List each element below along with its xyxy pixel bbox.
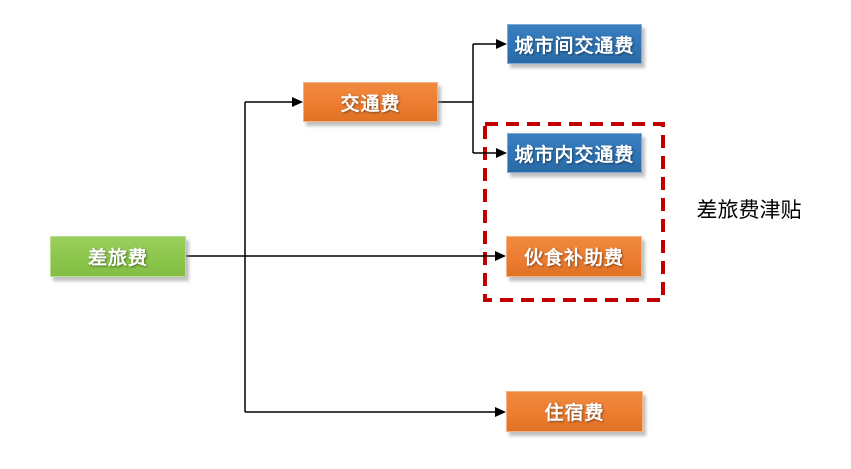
node-meal-subsidy-fee-label: 伙食补助费 — [523, 248, 624, 269]
annotation-dashed-box — [483, 122, 665, 302]
node-transportation-fee: 交通费 — [303, 82, 438, 122]
node-intercity-transport-fee-label: 城市间交通费 — [514, 35, 635, 57]
node-travel-expense: 差旅费 — [50, 236, 186, 277]
node-meal-subsidy-fee: 伙食补助费 — [506, 236, 642, 277]
arrowhead-icon-lodging — [495, 407, 506, 417]
node-lodging-fee-label: 住宿费 — [544, 403, 605, 424]
arrowhead-icon-meal — [495, 251, 506, 261]
annotation-label: 差旅费津贴 — [696, 198, 802, 222]
arrowhead-icon-intracity — [496, 148, 507, 158]
node-travel-expense-label: 差旅费 — [87, 248, 148, 269]
arrowhead-icon-transport — [292, 97, 303, 107]
node-intracity-transport-fee-label: 城市内交通费 — [514, 144, 635, 166]
node-transportation-fee-label: 交通费 — [340, 93, 401, 115]
node-intercity-transport-fee: 城市间交通费 — [507, 24, 642, 64]
arrowhead-icon-intercity — [496, 39, 507, 49]
node-intracity-transport-fee: 城市内交通费 — [507, 133, 642, 173]
node-lodging-fee: 住宿费 — [506, 391, 643, 432]
